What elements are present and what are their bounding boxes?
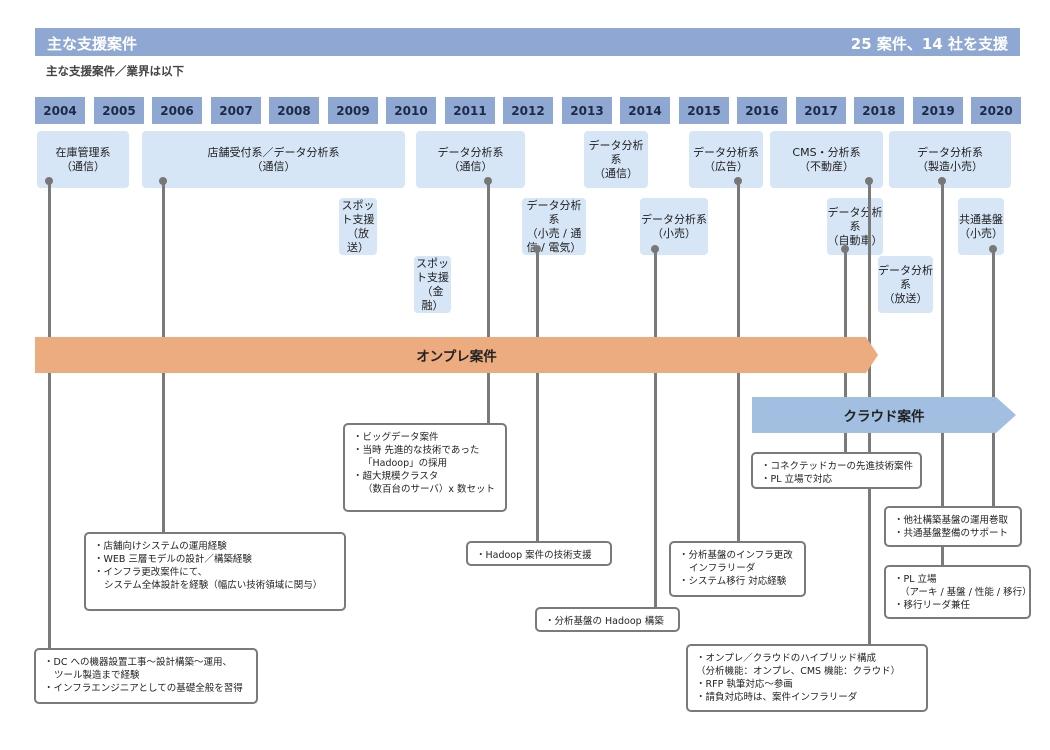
connector-pin	[865, 177, 873, 185]
connector-pin	[45, 177, 53, 185]
note-line: ・店舗向けシステムの運用経験	[94, 541, 227, 552]
year-cell: 2012	[503, 97, 553, 124]
note-line: ・共通基盤整備のサポート	[894, 528, 1009, 539]
connector-line	[992, 249, 995, 506]
note-line: ・分析基盤のインフラ更改	[679, 550, 793, 561]
connector-pin	[989, 245, 997, 253]
note-box: ・分析基盤のインフラ更改 インフラリーダ ・システム移行 対応経験	[669, 541, 806, 597]
note-box: ・DC への機器設置工事～設計構築～運用、 ツール製造まで経験 ・インフラエンジ…	[34, 648, 258, 704]
year-cell: 2014	[620, 97, 670, 124]
note-box: ・PL 立場 （アーキ / 基盤 / 性能 / 移行） ・移行リーダ兼任	[884, 565, 1032, 619]
year-cell: 2018	[854, 97, 904, 124]
note-line: ・超大規模クラスタ	[353, 471, 439, 482]
title-banner: 主な支援案件 25 案件、14 社を支援	[35, 28, 1020, 56]
note-line: ・請負対応時は、案件インフラリーダ	[696, 692, 858, 703]
project-box: 店舗受付系／データ分析系 （通信）	[142, 131, 405, 188]
project-box: データ分析系 （小売）	[640, 198, 708, 255]
connector-pin	[159, 177, 167, 185]
project-box: データ分析系 （小売 / 通信 / 電気）	[522, 198, 586, 255]
note-line: ・Hadoop 案件の技術支援	[476, 550, 592, 561]
note-line: ・オンプレ／クラウドのハイブリッド構成	[696, 653, 877, 664]
note-line: システム全体設計を経験（幅広い技術領域に関与）	[104, 580, 323, 591]
note-line: ツール製造まで経験	[54, 670, 140, 681]
project-box: 在庫管理系 （通信）	[37, 131, 129, 188]
year-cell: 2009	[328, 97, 378, 124]
note-box: ・Hadoop 案件の技術支援	[466, 541, 612, 566]
note-box: ・コネクテッドカーの先進技術案件 ・PL 立場で対応	[751, 452, 922, 489]
project-box: 共通基盤 （小売）	[958, 198, 1004, 255]
project-box: データ分析系 （通信）	[584, 131, 648, 188]
note-line: ・DC への機器設置工事～設計構築～運用、	[44, 657, 232, 668]
note-line: ・移行リーダ兼任	[894, 600, 971, 611]
note-box: ・店舗向けシステムの運用経験 ・WEB 三層モデルの設計／構築経験 ・インフラ更…	[84, 532, 346, 611]
year-cell: 2015	[679, 97, 729, 124]
year-cell: 2019	[913, 97, 963, 124]
page-title: 主な支援案件	[47, 35, 138, 53]
summary-text: 25 案件、14 社を支援	[850, 35, 1008, 53]
note-line: インフラリーダ	[689, 563, 756, 574]
note-line: ・当時 先進的な技術であった	[353, 445, 480, 456]
note-line: 「Hadoop」の採用	[363, 458, 448, 469]
connector-line	[48, 181, 51, 648]
year-cell: 2005	[94, 97, 144, 124]
year-cell: 2017	[796, 97, 846, 124]
note-line: ・ビッグデータ案件	[353, 432, 439, 443]
year-cell: 2020	[971, 97, 1021, 124]
year-cell: 2013	[562, 97, 612, 124]
project-box: データ分析系 （通信）	[416, 131, 525, 188]
note-line: ・コネクテッドカーの先進技術案件	[761, 461, 914, 472]
note-box: ・オンプレ／クラウドのハイブリッド構成 （分析機能：オンプレ、CMS 機能：クラ…	[686, 644, 928, 712]
project-box: データ分析系 （製造小売）	[889, 131, 1011, 188]
project-box: データ分析系 （広告）	[689, 131, 763, 188]
onprem-arrow: オンプレ案件	[35, 337, 878, 373]
project-box: スポット支援 （金融）	[414, 256, 451, 313]
project-box: スポット支援 （放送）	[339, 198, 377, 255]
connector-line	[487, 181, 490, 423]
cloud-arrow-label: クラウド案件	[843, 409, 925, 425]
page-subtitle: 主な支援案件／業界は以下	[46, 64, 184, 78]
note-line: ・インフラエンジニアとしての基礎全般を習得	[44, 683, 243, 694]
year-cell: 2016	[737, 97, 787, 124]
note-box: ・分析基盤の Hadoop 構築	[535, 607, 680, 632]
note-line: ・PL 立場で対応	[761, 474, 833, 485]
year-cell: 2010	[386, 97, 436, 124]
note-line: （アーキ / 基盤 / 性能 / 移行）	[900, 587, 1032, 598]
note-line: ・インフラ更改案件にて、	[94, 567, 208, 578]
onprem-arrow-label: オンプレ案件	[416, 349, 497, 365]
connector-pin	[841, 245, 849, 253]
project-box: データ分析系 （自動車）	[827, 198, 883, 255]
connector-pin	[484, 177, 492, 185]
connector-line	[536, 249, 539, 541]
year-cell: 2007	[211, 97, 261, 124]
connector-pin	[938, 177, 946, 185]
project-box: データ分析系 （放送）	[878, 256, 933, 313]
year-cell: 2008	[269, 97, 319, 124]
year-cell: 2004	[35, 97, 85, 124]
note-line: （数百台のサーバ）x 数セット	[363, 484, 496, 495]
note-box: ・他社構築基盤の運用巻取 ・共通基盤整備のサポート	[884, 506, 1022, 547]
year-cell: 2006	[152, 97, 202, 124]
project-box: CMS・分析系 （不動産）	[770, 131, 883, 188]
note-line: （分析機能：オンプレ、CMS 機能：クラウド）	[696, 666, 901, 677]
connector-pin	[734, 177, 742, 185]
note-box: ・ビッグデータ案件 ・当時 先進的な技術であった 「Hadoop」の採用 ・超大…	[343, 423, 507, 512]
connector-pin	[651, 245, 659, 253]
note-line: ・RFP 執筆対応～参画	[696, 679, 793, 690]
note-line: ・WEB 三層モデルの設計／構築経験	[94, 554, 252, 565]
note-line: ・分析基盤の Hadoop 構築	[545, 616, 664, 627]
connector-line	[654, 249, 657, 607]
year-cell: 2011	[445, 97, 495, 124]
note-line: ・システム移行 対応経験	[679, 576, 787, 587]
connector-pin	[533, 245, 541, 253]
connector-line	[941, 181, 944, 565]
note-line: ・他社構築基盤の運用巻取	[894, 515, 1009, 526]
note-line: ・PL 立場	[894, 574, 937, 585]
cloud-arrow: クラウド案件	[752, 397, 1016, 433]
